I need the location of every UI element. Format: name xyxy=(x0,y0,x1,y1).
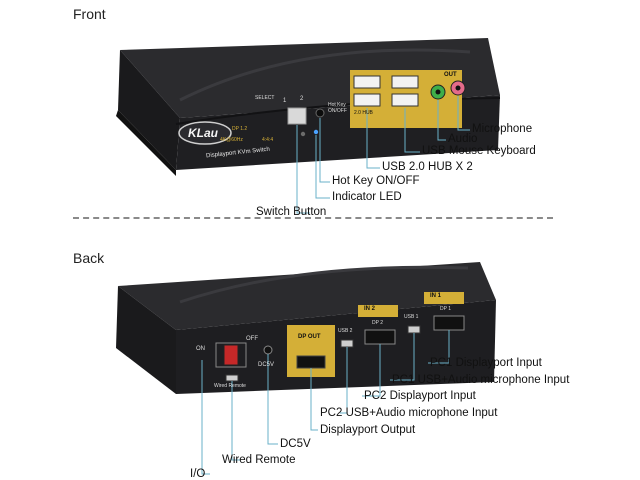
hotkey-button[interactable] xyxy=(315,108,325,118)
usb2-tag: USB 2 xyxy=(338,328,353,334)
dp2-tag: DP 2 xyxy=(372,320,384,326)
select-label: SELECT xyxy=(255,95,275,101)
section-divider xyxy=(73,217,553,219)
usb-hub-port-1[interactable] xyxy=(353,75,381,89)
callout-pc2-usb-audio: PC2 USB+Audio microphone Input xyxy=(320,407,498,419)
dp1-port[interactable] xyxy=(433,315,465,331)
callout-wired-remote: Wired Remote xyxy=(222,454,296,466)
hotkey-device-label: Hot Key ON/OFF xyxy=(328,102,347,114)
callout-pc1-usb-audio: PC1 USB+Audio microphone Input xyxy=(392,374,570,386)
callout-dp-output: Displayport Output xyxy=(320,424,416,436)
off-label: OFF xyxy=(246,336,258,342)
on-label: ON xyxy=(196,346,205,352)
dp1-tag: DP 1 xyxy=(440,306,452,312)
callout-io: I/O xyxy=(190,468,206,480)
usb-mouse-port[interactable] xyxy=(391,93,419,107)
in1-tag: IN 1 xyxy=(430,293,442,299)
spec-badge-1: DP 1.2 xyxy=(232,126,248,132)
callout-hot-key: Hot Key ON/OFF xyxy=(332,175,420,187)
callout-pc1-dp-input: PC1 Displayport Input xyxy=(430,357,542,369)
usb-hub-port-2[interactable] xyxy=(353,93,381,107)
brand-logo: KLau xyxy=(188,126,218,140)
hub-device-label: 2.0 HUB xyxy=(354,110,373,116)
wired-remote-port[interactable] xyxy=(225,374,239,382)
callout-microphone: Microphone xyxy=(472,123,533,135)
callout-usb-hub: USB 2.0 HUB X 2 xyxy=(382,161,473,173)
callout-pc2-dp-input: PC2 Displayport Input xyxy=(364,390,476,402)
port-number-1: 1 xyxy=(283,98,287,104)
dp2-port[interactable] xyxy=(364,329,396,345)
callout-indicator-led: Indicator LED xyxy=(332,191,402,203)
spec-badge-2: 4K@60Hz xyxy=(220,137,243,143)
port-number-2: 2 xyxy=(300,96,304,102)
front-section-title: Front xyxy=(73,6,106,22)
indicator-led-2 xyxy=(300,131,306,137)
spec-badge-3: 4:4:4 xyxy=(262,137,274,143)
back-callout-lines xyxy=(201,330,450,475)
callout-dc5v: DC5V xyxy=(280,438,311,450)
dc5v-port[interactable] xyxy=(263,345,273,355)
usb1-port[interactable] xyxy=(407,325,421,334)
callout-audio: Audio xyxy=(448,133,478,145)
dp-out-port[interactable] xyxy=(296,355,326,369)
indicator-led-1 xyxy=(313,129,319,135)
usb1-tag: USB 1 xyxy=(404,314,419,320)
usb-kbd-port[interactable] xyxy=(391,75,419,89)
callout-usb-mouse-keyboard: USB Mouse Keyboard xyxy=(422,145,536,157)
power-switch[interactable] xyxy=(223,344,239,366)
front-callout-lines xyxy=(296,96,470,214)
wired-remote-tag: Wired Remote xyxy=(214,383,246,389)
callout-switch-button: Switch Button xyxy=(256,206,327,218)
back-section-title: Back xyxy=(73,250,105,266)
out-device-label: OUT xyxy=(444,72,457,78)
front-panel xyxy=(178,70,466,145)
dc5v-tag: DC5V xyxy=(258,362,275,368)
in2-tag: IN 2 xyxy=(364,306,376,312)
dp-out-tag: DP OUT xyxy=(298,334,321,340)
back-device xyxy=(116,262,496,394)
switch-button[interactable] xyxy=(287,107,307,125)
usb2-port[interactable] xyxy=(340,339,354,348)
